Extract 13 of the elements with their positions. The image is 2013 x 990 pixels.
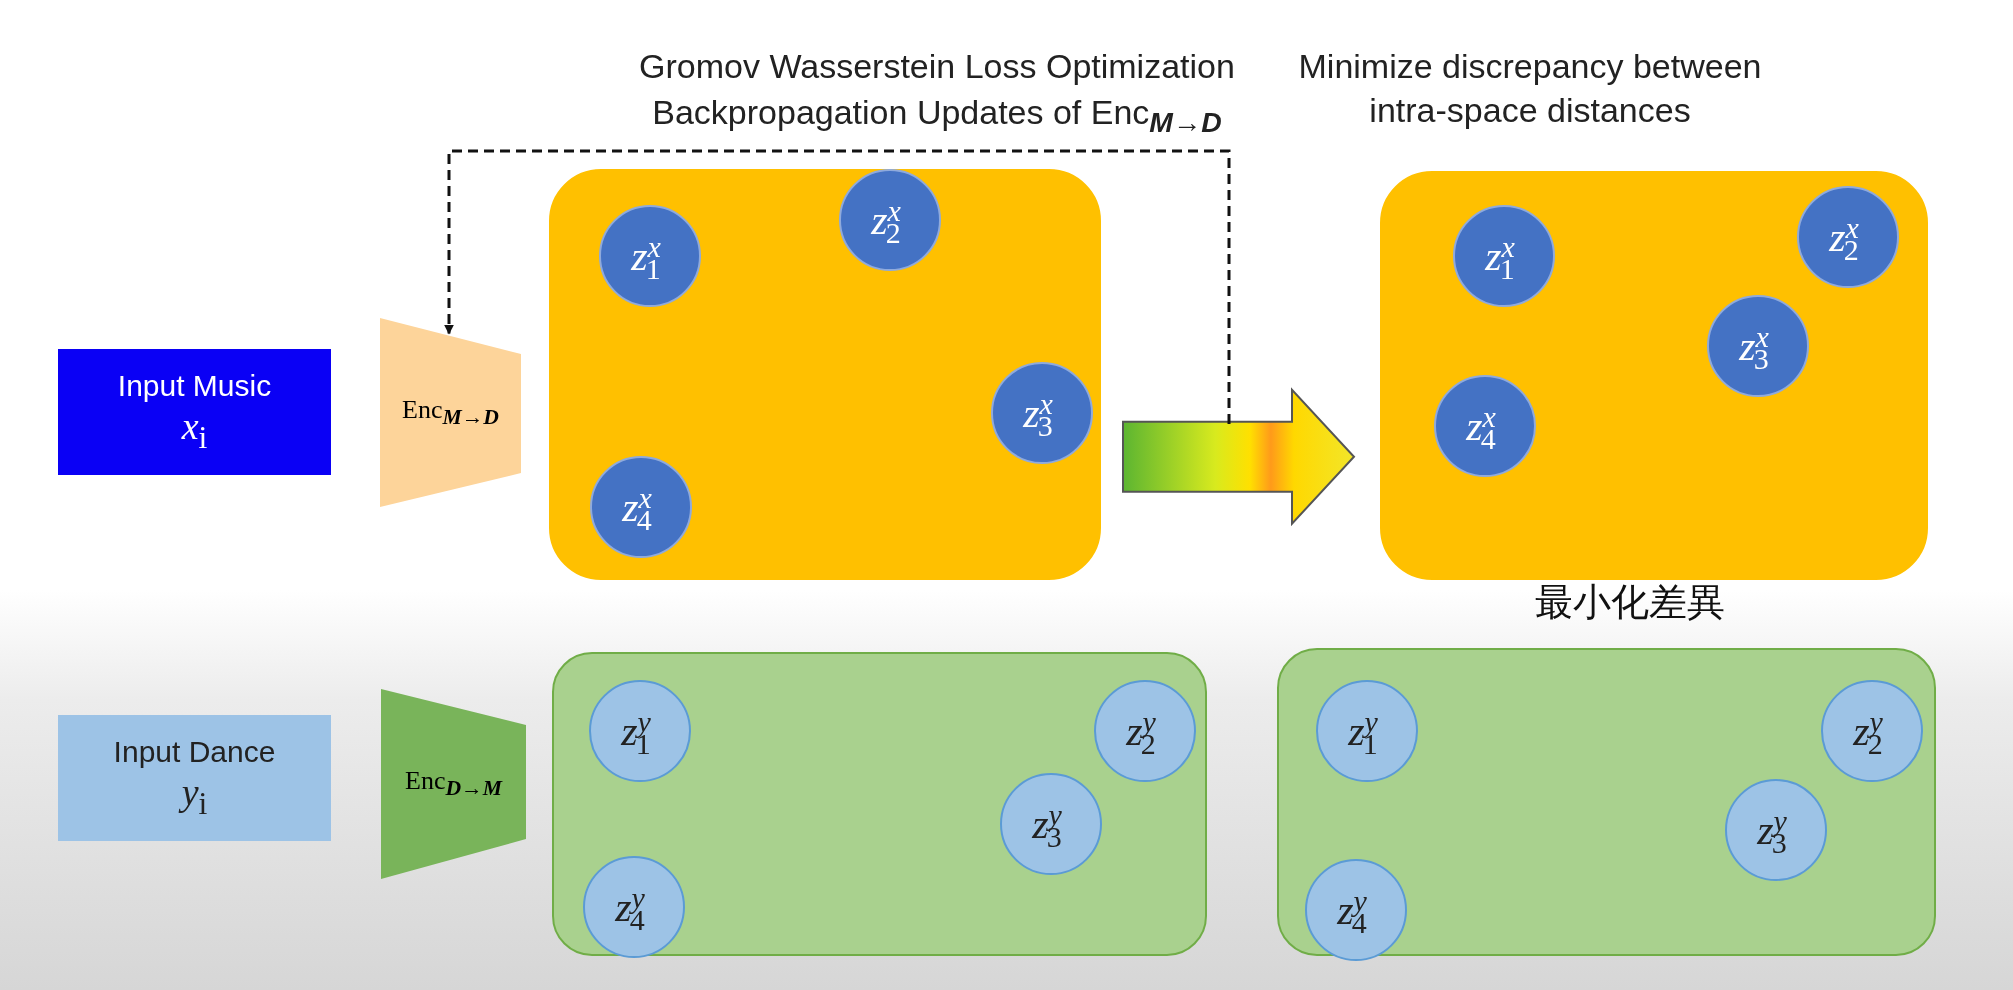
encoder-trapezoid: Enc$_{M→D}$ xyxy=(380,318,521,507)
input-box: Input Dance y$_{i}$ xyxy=(58,715,331,841)
dashed-arrow xyxy=(444,149,1231,424)
annotation-text: 最小化差異 xyxy=(1534,580,1726,624)
encoder-trapezoid: Enc$_{D→M}$ xyxy=(381,689,526,879)
input-box: Input Music x$_{i}$ xyxy=(58,349,331,475)
heading-text: Minimize discrepancy between intra-space distances xyxy=(1297,46,1763,131)
embedding-space-box xyxy=(552,652,1207,956)
embedding-space-box xyxy=(1380,171,1928,580)
embedding-space-box xyxy=(549,169,1101,580)
heading-text: Backpropagation Updates of Enc$_{M→D}$ xyxy=(651,92,1223,140)
block-arrow xyxy=(1122,387,1356,527)
heading-text: Gromov Wasserstein Loss Optimization xyxy=(638,46,1236,87)
